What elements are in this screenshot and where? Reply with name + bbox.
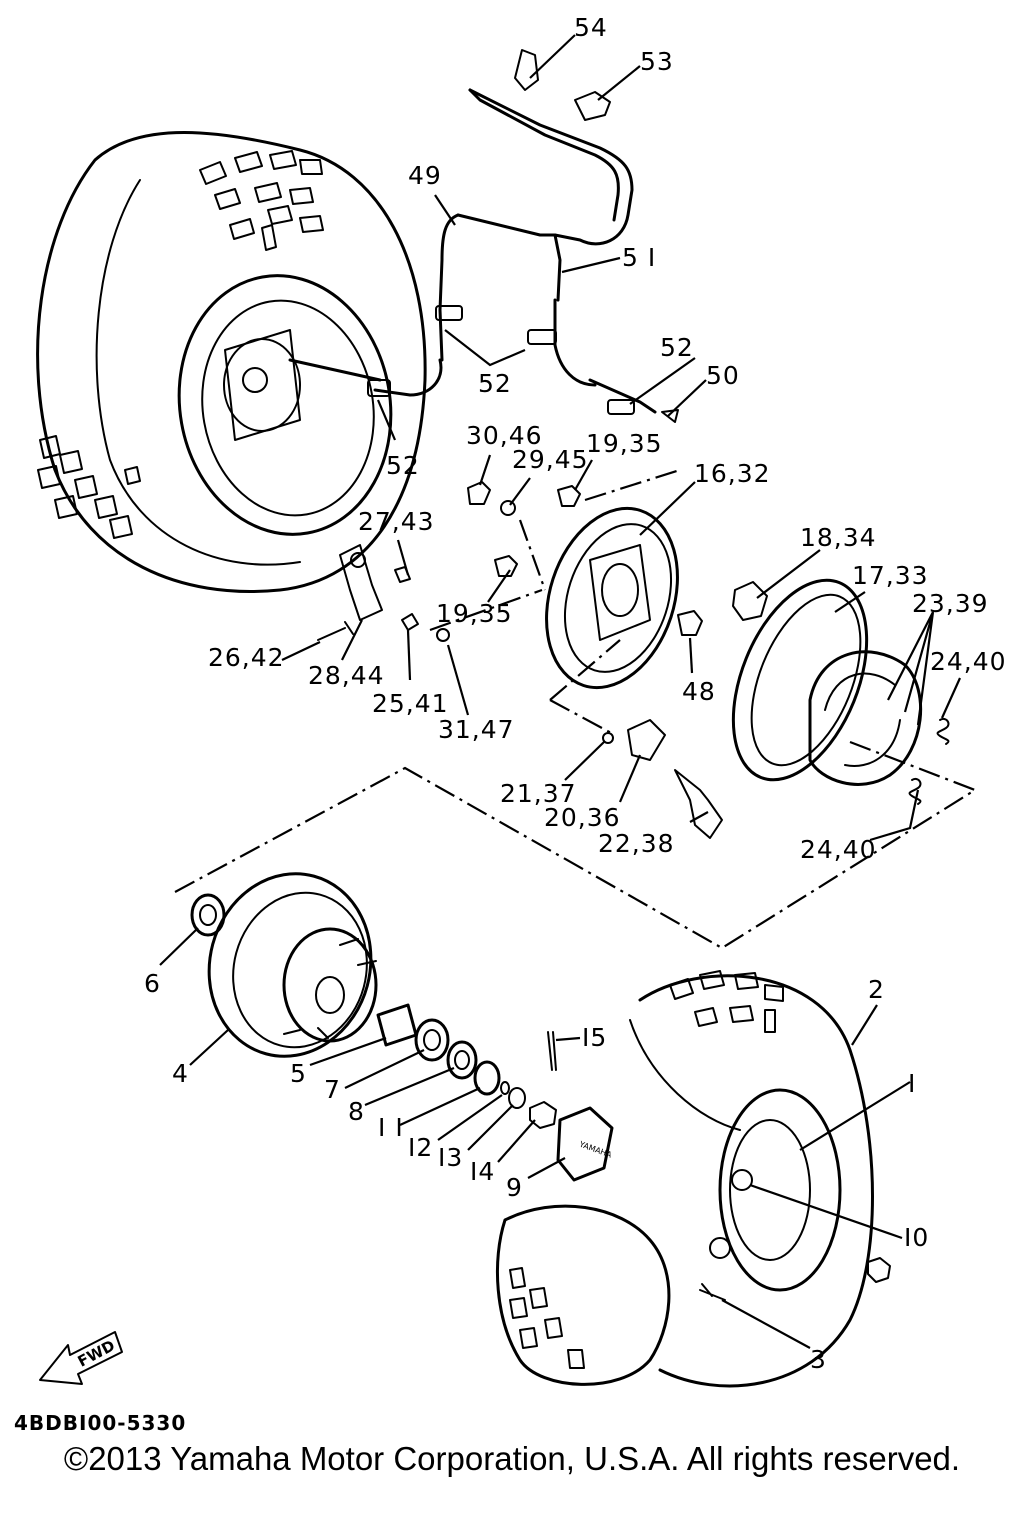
brake-cable-routing: [367, 49, 679, 423]
callout-leaders: [159, 34, 978, 1349]
upper-tire-assembly: [36, 131, 427, 593]
callout-21-37: 21,37: [500, 779, 577, 808]
callout-13: I3: [438, 1143, 463, 1172]
callout-27-43: 27,43: [358, 507, 435, 536]
callout-17-33: 17,33: [852, 561, 929, 590]
callout-16-32: 16,32: [694, 459, 771, 488]
callout-8: 8: [348, 1097, 365, 1126]
callout-49: 49: [408, 161, 442, 190]
callout-28-44: 28,44: [308, 661, 385, 690]
callout-52-a: 52: [478, 369, 512, 398]
callout-19-35-b: 19,35: [436, 599, 513, 628]
callout-3: 3: [810, 1345, 827, 1374]
callout-24-40-a: 24,40: [930, 647, 1007, 676]
callout-12: I2: [408, 1133, 433, 1162]
callout-15: I5: [582, 1023, 607, 1052]
hub-and-bearings: [190, 872, 614, 1182]
callout-11: I I: [378, 1113, 404, 1142]
callout-25-41: 25,41: [372, 689, 449, 718]
fwd-arrow-icon: FWD: [39, 1331, 123, 1385]
callout-7: 7: [324, 1075, 341, 1104]
callout-24-40-b: 24,40: [800, 835, 877, 864]
callout-10: I0: [904, 1223, 929, 1252]
callout-9: 9: [506, 1173, 523, 1202]
callout-26-42: 26,42: [208, 643, 285, 672]
callout-54: 54: [574, 13, 608, 42]
callout-29-45: 29,45: [512, 445, 589, 474]
callout-31-47: 31,47: [438, 715, 515, 744]
callout-48: 48: [682, 677, 716, 706]
callout-22-38: 22,38: [598, 829, 675, 858]
callout-50: 50: [706, 361, 740, 390]
callout-20-36: 20,36: [544, 803, 621, 832]
callout-6: 6: [144, 969, 161, 998]
callout-4: 4: [172, 1059, 189, 1088]
callout-19-35-a: 19,35: [586, 429, 663, 458]
callout-5: 5: [290, 1059, 307, 1088]
callout-18-34: 18,34: [800, 523, 877, 552]
callout-52-c: 52: [386, 451, 420, 480]
callout-52-b: 52: [660, 333, 694, 362]
callout-labels: 54 53 49 5 I 52 52 52 50 52 30,46 29,45 …: [144, 13, 1007, 1374]
callout-23-39: 23,39: [912, 589, 989, 618]
copyright-notice: ©2013 Yamaha Motor Corporation, U.S.A. A…: [63, 1440, 961, 1477]
callout-1: I: [908, 1069, 916, 1098]
callout-53: 53: [640, 47, 674, 76]
callout-30-46: 30,46: [466, 421, 543, 450]
callout-51: 5 I: [622, 243, 656, 272]
diagram-code: 4BDBI00-5330: [14, 1411, 187, 1435]
callout-2: 2: [868, 975, 885, 1004]
callout-14: I4: [470, 1157, 495, 1186]
lower-wheel-assembly: [495, 970, 891, 1388]
